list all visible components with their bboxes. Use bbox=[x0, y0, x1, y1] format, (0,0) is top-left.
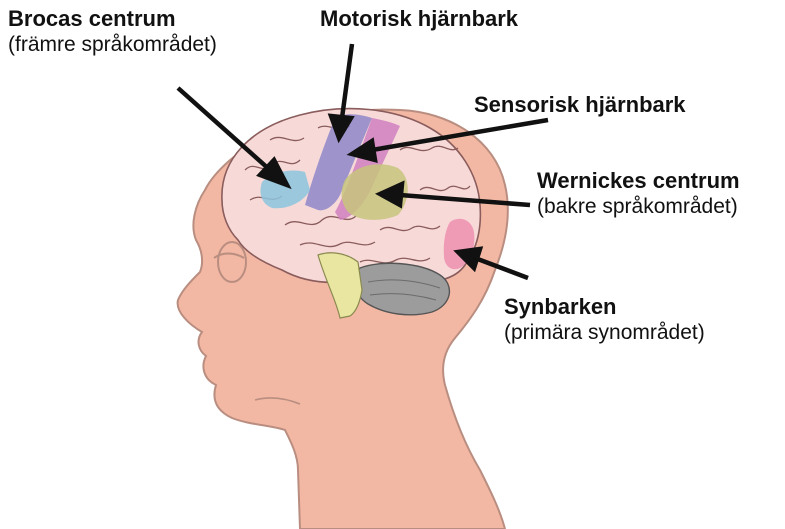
label-sensory-title: Sensorisk hjärnbark bbox=[474, 92, 686, 118]
label-wernicke-subtitle: (bakre språkområdet) bbox=[537, 194, 740, 219]
arrow-broca bbox=[178, 88, 270, 170]
label-visual-title: Synbarken bbox=[504, 294, 705, 320]
label-visual-subtitle: (primära synområdet) bbox=[504, 320, 705, 345]
label-broca-subtitle: (främre språkområdet) bbox=[8, 32, 217, 57]
label-motor: Motorisk hjärnbark bbox=[320, 6, 518, 32]
label-visual: Synbarken (primära synområdet) bbox=[504, 294, 705, 346]
ear bbox=[218, 242, 246, 282]
label-broca-title: Brocas centrum bbox=[8, 6, 217, 32]
label-wernicke-title: Wernickes centrum bbox=[537, 168, 740, 194]
arrow-motor bbox=[342, 44, 352, 118]
label-broca: Brocas centrum (främre språkområdet) bbox=[8, 6, 217, 58]
label-wernicke: Wernickes centrum (bakre språkområdet) bbox=[537, 168, 740, 220]
label-motor-title: Motorisk hjärnbark bbox=[320, 6, 518, 32]
label-sensory: Sensorisk hjärnbark bbox=[474, 92, 686, 118]
